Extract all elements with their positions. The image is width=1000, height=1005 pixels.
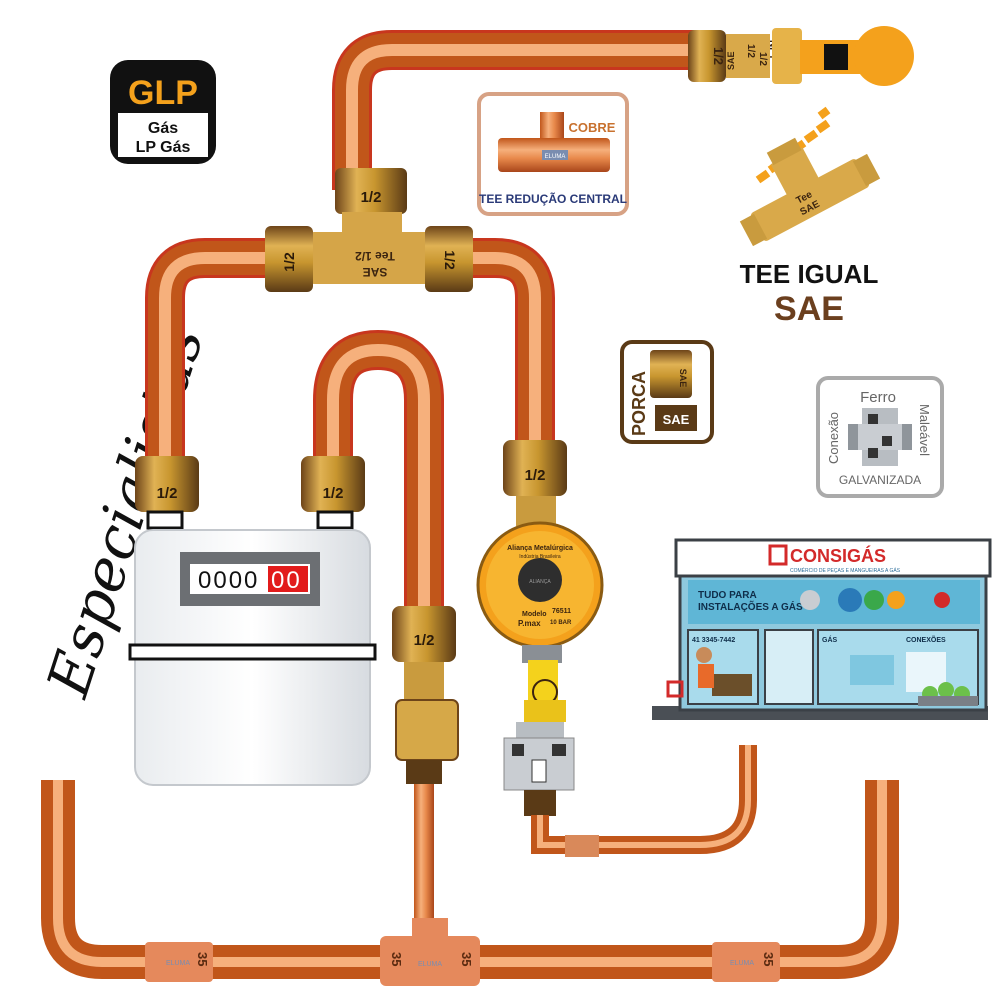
central-tee-body-2: SAE — [363, 265, 388, 279]
store-banner-1: TUDO PARA — [698, 590, 757, 601]
npt-fitting: 1/2 NPT 1/2 1/2 SAE — [688, 26, 914, 86]
central-tee-top-nut: 1/2 — [361, 189, 382, 206]
glp-line1: Gás — [148, 120, 178, 137]
store-phone: 41 3345-7442 — [692, 637, 735, 644]
glp-title: GLP — [128, 74, 198, 112]
central-tee-body-1: Tee 1/2 — [355, 249, 395, 263]
central-tee: 1/2 Tee 1/2 SAE 1/2 1/2 — [265, 168, 473, 292]
store-tagline: COMÉRCIO DE PEÇAS E MANGUEIRAS A GÁS — [790, 567, 901, 574]
ball-valve — [503, 722, 575, 816]
conexao-top: Ferro — [860, 389, 896, 406]
central-tee-left-nut: 1/2 — [281, 252, 297, 272]
meter-outlet-nut-lower: 1/2 — [392, 606, 459, 784]
regulator-pmax-value: 10 BAR — [550, 620, 572, 626]
regulator-inlet-nut-label: 1/2 — [525, 467, 546, 484]
regulator-brand-1: Aliança Metalúrgica — [507, 545, 573, 552]
regulator-outlet-pipe — [531, 745, 757, 857]
bottom-center-right-label: 35 — [459, 952, 474, 966]
meter-inlet-nut-label: 1/2 — [157, 485, 178, 502]
regulator-inlet-nut: 1/2 — [503, 440, 567, 526]
store-conexoes-label: CONEXÕES — [906, 635, 946, 644]
left-branch-pipe — [145, 238, 270, 470]
regulator-model-value: 76511 — [552, 608, 571, 615]
glp-line2: LP Gás — [136, 139, 191, 156]
bottom-right-label: 35 — [761, 952, 776, 966]
bottom-center-brand: ELUMA — [418, 961, 442, 968]
porca-sae-card: PORCA SAE SAE — [620, 340, 714, 444]
meter-inlet-nut: 1/2 — [135, 456, 199, 530]
top-supply-pipe — [332, 30, 700, 190]
meter-reading-black: 0000 — [198, 567, 259, 594]
conexao-bottom: GALVANIZADA — [839, 473, 921, 487]
tee-igual-title-1: TEE IGUAL — [740, 259, 879, 289]
tee-igual-title-2: SAE — [774, 290, 844, 328]
tee-reduction-top-label: COBRE — [569, 120, 616, 135]
valve-nut-label: 1/2 — [414, 632, 435, 649]
regulator-center: ALIANÇA — [529, 579, 551, 585]
regulator-model-label: Modelo — [522, 611, 547, 618]
conexao-galvanizada-card: Ferro Conexão Maleável GALVANIZADA — [816, 376, 944, 498]
bottom-main-pipe: ELUMA 35 35 ELUMA 35 ELUMA 35 — [41, 780, 899, 986]
meter-outlet-nut: 1/2 — [301, 456, 365, 530]
meter-outlet-nut-label: 1/2 — [323, 485, 344, 502]
porca-sae-label: SAE — [663, 412, 690, 427]
store-banner-2: INSTALAÇÕES A GÁS — [698, 600, 803, 613]
store-gas-label: GÁS — [822, 635, 838, 644]
meter-outlet-loop — [313, 329, 444, 615]
npt-half-2: 1/2 — [745, 44, 756, 58]
gas-regulator: ALIANÇA Aliança Metalúrgica Indústria Br… — [476, 521, 604, 722]
conexao-left: Conexão — [826, 412, 841, 464]
meter-reading-red: 00 — [271, 567, 302, 594]
porca-label: PORCA — [629, 371, 649, 436]
right-branch-pipe — [460, 238, 555, 450]
bottom-center-left-label: 35 — [389, 952, 404, 966]
tee-reduction-brand: ELUMA — [545, 154, 566, 160]
consigas-storefront: CONSIGÁS COMÉRCIO DE PEÇAS E MANGUEIRAS … — [652, 538, 992, 720]
porca-nut-text: SAE — [678, 369, 688, 388]
npt-sae: SAE — [726, 51, 736, 70]
npt-nut-label: 1/2 — [711, 47, 726, 65]
conexao-right: Maleável — [917, 404, 932, 456]
central-tee-right-nut: 1/2 — [442, 250, 458, 270]
bottom-right-brand: ELUMA — [730, 960, 754, 967]
regulator-pmax-label: P.max — [518, 619, 541, 628]
tee-reduction-bottom-label: TEE REDUÇÃO CENTRAL — [479, 191, 627, 206]
bottom-left-label: 35 — [195, 952, 210, 966]
gas-meter: 0000 00 — [128, 529, 377, 786]
store-name: CONSIGÁS — [790, 545, 886, 566]
glp-badge: GLP Gás LP Gás — [110, 60, 216, 164]
bottom-left-brand: ELUMA — [166, 960, 190, 967]
regulator-brand-2: Indústria Brasileira — [519, 554, 561, 560]
tee-igual-sae: Tee SAE TEE IGUAL SAE — [740, 106, 881, 328]
tee-reduction-card: ELUMA COBRE TEE REDUÇÃO CENTRAL — [477, 92, 629, 216]
npt-half-1: 1/2 — [757, 52, 768, 66]
